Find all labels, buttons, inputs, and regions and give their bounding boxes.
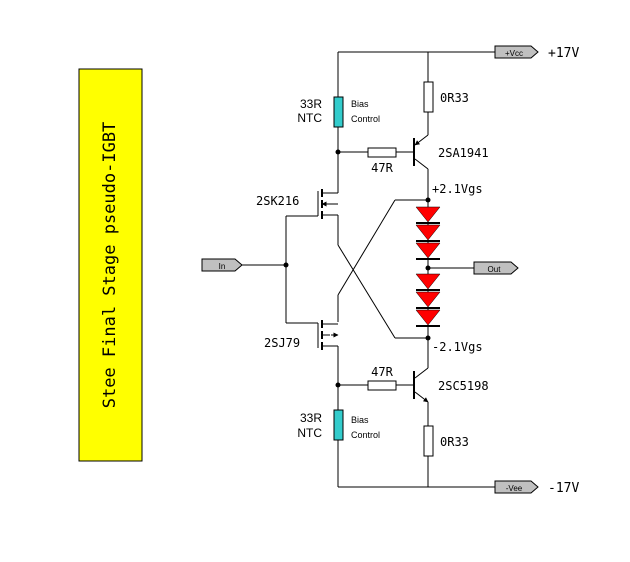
- led-2: [415, 224, 441, 241]
- vcc-port-tag: +Vcc: [505, 49, 523, 58]
- ntc-top: [333, 96, 344, 128]
- led-5: [415, 291, 441, 308]
- vgs-top-label: +2.1Vgs: [432, 182, 483, 196]
- transistor-npn: [413, 367, 429, 403]
- bias-bottom-label-2: Control: [351, 430, 380, 440]
- led-1: [415, 206, 441, 223]
- vgs-bottom-label: -2.1Vgs: [432, 340, 483, 354]
- resistor-0r33-top-value: 0R33: [440, 91, 469, 105]
- output-port-tag: Out: [488, 265, 502, 274]
- bjt-top-label: 2SA1941: [438, 146, 489, 160]
- vee-voltage: -17V: [548, 481, 579, 496]
- vcc-port: [494, 45, 539, 59]
- output-port: [473, 261, 519, 275]
- input-port: [201, 258, 243, 272]
- vee-port-tag: -Vee: [506, 484, 523, 493]
- title-text: Stee Final Stage pseudo-IGBT: [100, 122, 120, 409]
- transistor-pnp: [413, 134, 429, 170]
- ntc-top-value: 33R: [300, 97, 322, 111]
- title-panel-box: [78, 68, 143, 462]
- input-port-tag: In: [219, 262, 226, 271]
- vcc-voltage: +17V: [548, 46, 579, 61]
- resistor-47r-top: [367, 147, 397, 158]
- vee-port: [494, 480, 539, 494]
- ntc-bottom-value: 33R: [300, 411, 322, 425]
- title-panel: Stee Final Stage pseudo-IGBT: [78, 68, 143, 462]
- bjt-bottom-label: 2SC5198: [438, 379, 489, 393]
- mosfet-n: [317, 189, 338, 219]
- resistor-47r-bottom-value: 47R: [371, 365, 393, 379]
- mosfet-p: [317, 320, 339, 350]
- resistor-47r-bottom: [367, 380, 397, 391]
- mosfet-top-label: 2SK216: [256, 194, 299, 208]
- ntc-top-type: NTC: [297, 111, 322, 125]
- resistor-0r33-bottom: [423, 425, 434, 457]
- led-stack: [415, 200, 441, 338]
- mosfet-bottom-label: 2SJ79: [264, 336, 300, 350]
- ntc-bottom: [333, 409, 344, 441]
- led-4: [415, 273, 441, 290]
- resistor-0r33-top: [423, 81, 434, 113]
- led-3: [415, 242, 441, 259]
- bias-top-label-1: Bias: [351, 99, 369, 109]
- bias-top-label-2: Control: [351, 114, 380, 124]
- resistor-47r-top-value: 47R: [371, 161, 393, 175]
- ntc-bottom-type: NTC: [297, 426, 322, 440]
- bias-bottom-label-1: Bias: [351, 415, 369, 425]
- resistor-0r33-bottom-value: 0R33: [440, 435, 469, 449]
- led-6: [415, 309, 441, 326]
